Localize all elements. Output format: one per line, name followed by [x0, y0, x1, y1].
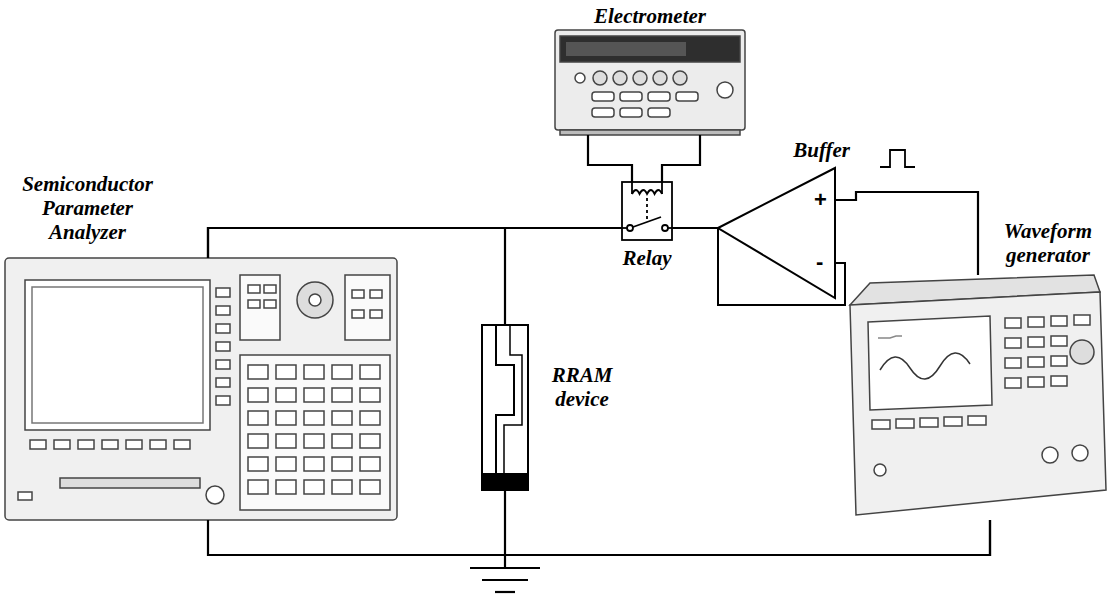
wire	[505, 490, 990, 555]
instrument-label: Waveform generator	[988, 219, 1108, 267]
ground-symbol	[470, 555, 540, 592]
buffer-symbol	[718, 168, 850, 305]
analyzer-illustration	[5, 258, 397, 520]
pulse-symbol	[880, 150, 915, 167]
input-sign: +	[814, 188, 827, 212]
wire	[208, 228, 505, 325]
wire	[588, 135, 632, 182]
wire	[208, 520, 990, 555]
buffer-amplifier: Buffer	[718, 168, 850, 298]
instrument-label: Buffer	[793, 138, 850, 162]
relay-box: Relay	[622, 182, 672, 240]
instrument-label: Relay	[623, 246, 672, 270]
instrument-label: RRAM device	[542, 363, 622, 411]
electrometer-illustration	[555, 30, 745, 135]
rram-symbol	[482, 325, 528, 490]
input-sign: -	[816, 250, 823, 274]
analyzer-instrument: Semiconductor Parameter Analyzer	[5, 258, 397, 520]
waveform-generator-instrument: Waveform generator	[842, 275, 1110, 520]
waveform-generator-illustration	[850, 275, 1106, 515]
rram-device: RRAM device	[482, 325, 528, 490]
wire	[208, 228, 622, 258]
wire	[850, 192, 978, 275]
electrometer-instrument: Electrometer	[555, 30, 745, 135]
instrument-label: Semiconductor Parameter Analyzer	[5, 172, 170, 244]
wire	[662, 135, 700, 182]
instrument-label: Electrometer	[594, 4, 706, 28]
wire	[672, 227, 718, 229]
relay-symbol	[622, 182, 672, 240]
